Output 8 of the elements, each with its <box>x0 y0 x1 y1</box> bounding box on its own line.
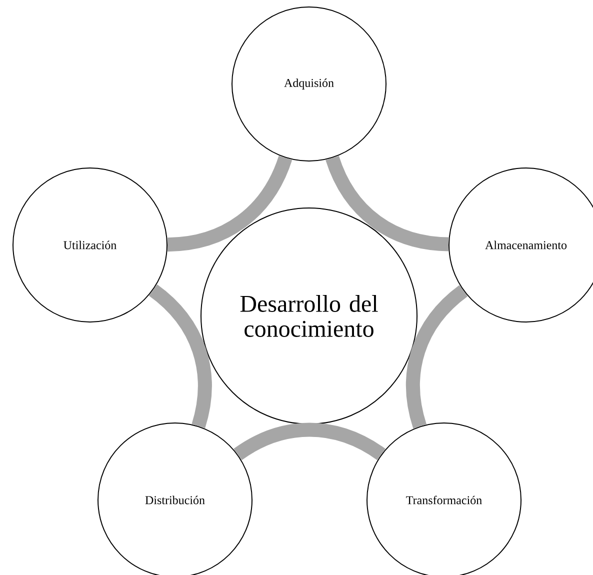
ring-segment <box>406 285 468 428</box>
circle-node: Adquisión <box>232 6 386 162</box>
circle-node: Desarrollo del conocimiento <box>200 208 418 424</box>
ring-segment <box>148 284 212 428</box>
ring-segment <box>234 422 386 460</box>
circle-node: Utilización <box>12 168 168 322</box>
ring-segment <box>167 155 292 252</box>
ring-segment <box>326 156 449 252</box>
